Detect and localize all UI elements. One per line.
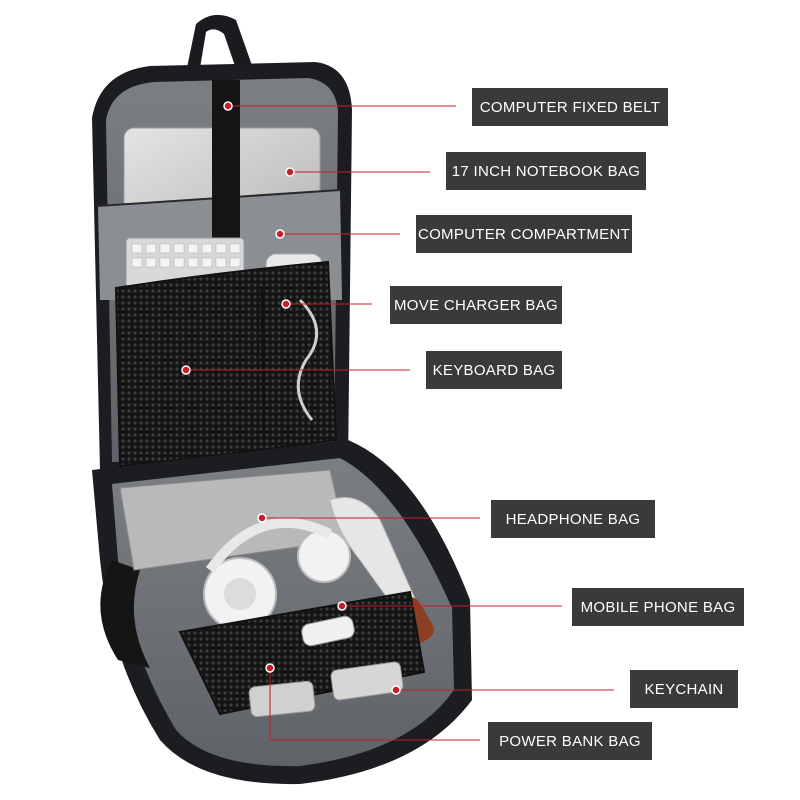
dot-mobile-phone-bag (337, 601, 347, 611)
dot-computer-compartment (275, 229, 285, 239)
power-bank (248, 680, 316, 718)
side-handle (100, 560, 150, 668)
dot-keychain (391, 685, 401, 695)
label-keychain: KEYCHAIN (630, 670, 738, 708)
mobile-phone (330, 661, 404, 701)
dot-power-bank-bag (265, 663, 275, 673)
label-notebook-bag: 17 INCH NOTEBOOK BAG (446, 152, 646, 190)
label-computer-fixed-belt: COMPUTER FIXED BELT (472, 88, 668, 126)
label-mobile-phone-bag: MOBILE PHONE BAG (572, 588, 744, 626)
dot-headphone-bag (257, 513, 267, 523)
dot-keyboard-bag (181, 365, 191, 375)
label-keyboard-bag: KEYBOARD BAG (426, 351, 562, 389)
dot-computer-fixed-belt (223, 101, 233, 111)
label-computer-compartment: COMPUTER COMPARTMENT (416, 215, 632, 253)
label-headphone-bag: HEADPHONE BAG (491, 500, 655, 538)
label-power-bank-bag: POWER BANK BAG (488, 722, 652, 760)
leader-lines (181, 101, 614, 741)
key-fob (301, 615, 355, 647)
headphones-right (297, 529, 351, 583)
mesh-pocket-upper (114, 260, 338, 468)
leader-power-bank-bag (269, 668, 480, 741)
dot-notebook-bag (285, 167, 295, 177)
label-move-charger-bag: MOVE CHARGER BAG (390, 286, 562, 324)
dot-move-charger-bag (281, 299, 291, 309)
